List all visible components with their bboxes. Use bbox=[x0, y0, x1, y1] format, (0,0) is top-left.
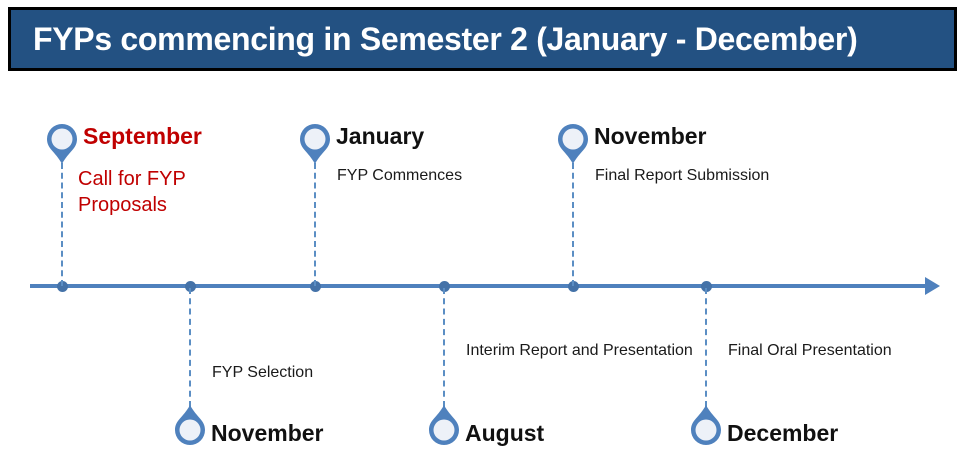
timeline-dot-final-oral-presentation bbox=[700, 280, 712, 292]
milestone-description-fyp-selection: FYP Selection bbox=[212, 364, 314, 381]
timeline-dot-interim-report-and-presentation bbox=[438, 280, 450, 292]
milestone-month-final-oral-presentation: December bbox=[727, 420, 839, 446]
milestone-month-call-for-fyp-proposals: September bbox=[83, 123, 202, 149]
milestone-description-box-fyp-commences: FYP Commences bbox=[337, 166, 597, 186]
milestone-month-fyp-commences: January bbox=[336, 123, 425, 149]
timeline-connector-interim-report-and-presentation bbox=[443, 288, 445, 407]
milestone-month-fyp-selection: November bbox=[211, 420, 324, 446]
map-pin-icon-call-for-fyp-proposals[interactable] bbox=[45, 122, 79, 166]
timeline-dot-fyp-commences bbox=[309, 280, 321, 292]
milestone-month-final-report-submission: November bbox=[594, 123, 707, 149]
timeline-dot-call-for-fyp-proposals bbox=[56, 280, 68, 292]
map-pin-icon-final-report-submission[interactable] bbox=[556, 122, 590, 166]
milestone-call-for-fyp-proposals: September bbox=[83, 124, 202, 148]
milestone-interim-report-and-presentation: August bbox=[465, 421, 544, 445]
milestone-description-fyp-commences: FYP Commences bbox=[337, 167, 463, 184]
milestone-final-report-submission: November bbox=[594, 124, 706, 148]
timeline-connector-fyp-commences bbox=[314, 163, 316, 286]
timeline-arrow-icon bbox=[925, 277, 940, 295]
page-title: FYPs commencing in Semester 2 (January -… bbox=[33, 20, 858, 57]
timeline-connector-final-oral-presentation bbox=[705, 288, 707, 407]
milestone-description-final-report-submission: Final Report Submission bbox=[595, 167, 770, 184]
title-banner: FYPs commencing in Semester 2 (January -… bbox=[8, 7, 957, 71]
milestone-description-call-for-fyp-proposals: Call for FYP Proposals bbox=[78, 168, 186, 216]
milestone-description-interim-report-and-presentation: Interim Report and Presentation bbox=[466, 342, 693, 359]
milestone-fyp-commences: January bbox=[336, 124, 424, 148]
milestone-description-final-oral-presentation: Final Oral Presentation bbox=[728, 342, 892, 359]
milestone-description-box-call-for-fyp-proposals: Call for FYP Proposals bbox=[78, 166, 238, 218]
milestone-description-box-fyp-selection: FYP Selection bbox=[212, 363, 442, 383]
map-pin-icon-final-oral-presentation[interactable] bbox=[689, 403, 723, 447]
map-pin-icon-fyp-commences[interactable] bbox=[298, 122, 332, 166]
timeline-dot-final-report-submission bbox=[567, 280, 579, 292]
milestone-description-box-final-report-submission: Final Report Submission bbox=[595, 166, 855, 186]
timeline-dot-fyp-selection bbox=[184, 280, 196, 292]
milestone-month-interim-report-and-presentation: August bbox=[465, 420, 545, 446]
milestone-description-box-final-oral-presentation: Final Oral Presentation bbox=[728, 341, 958, 361]
map-pin-icon-fyp-selection[interactable] bbox=[173, 403, 207, 447]
timeline-axis-line bbox=[30, 284, 930, 288]
timeline-connector-fyp-selection bbox=[189, 288, 191, 407]
milestone-fyp-selection: November bbox=[211, 421, 323, 445]
milestone-description-box-interim-report-and-presentation: Interim Report and Presentation bbox=[466, 341, 696, 361]
milestone-final-oral-presentation: December bbox=[727, 421, 838, 445]
timeline-connector-call-for-fyp-proposals bbox=[61, 163, 63, 286]
map-pin-icon-interim-report-and-presentation[interactable] bbox=[427, 403, 461, 447]
timeline-connector-final-report-submission bbox=[572, 163, 574, 286]
